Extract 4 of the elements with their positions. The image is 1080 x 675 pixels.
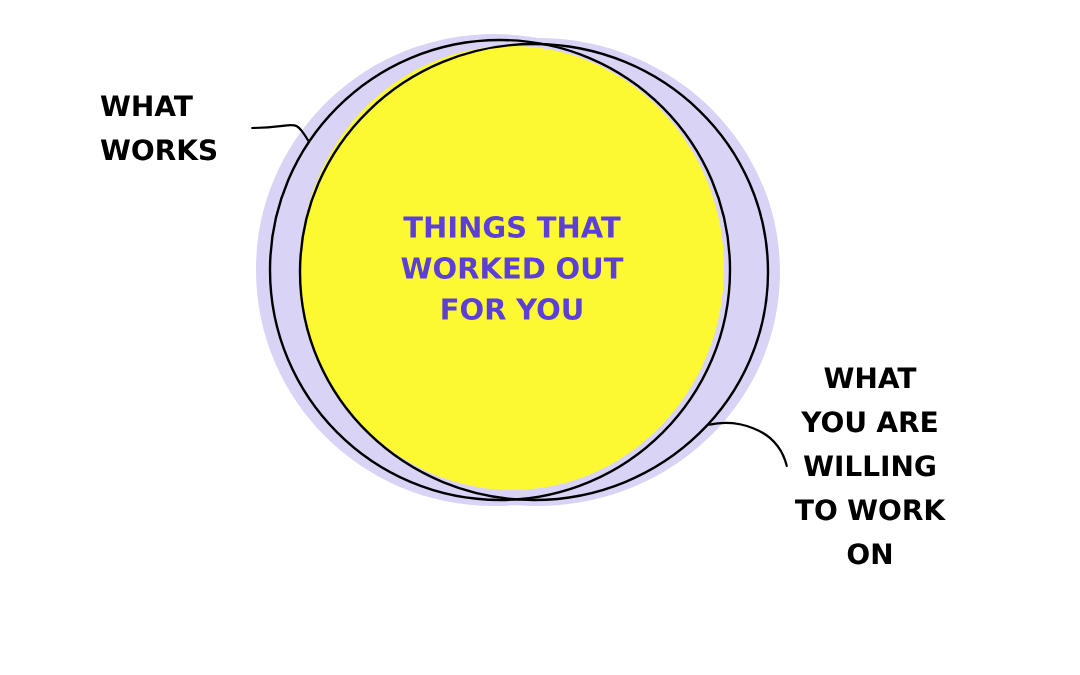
leader-line <box>708 422 788 468</box>
label-text: WHAT WORKS <box>100 95 217 161</box>
label-text: WHAT YOU ARE WILLING TO WORK ON <box>795 367 946 565</box>
leader-line <box>251 123 310 142</box>
